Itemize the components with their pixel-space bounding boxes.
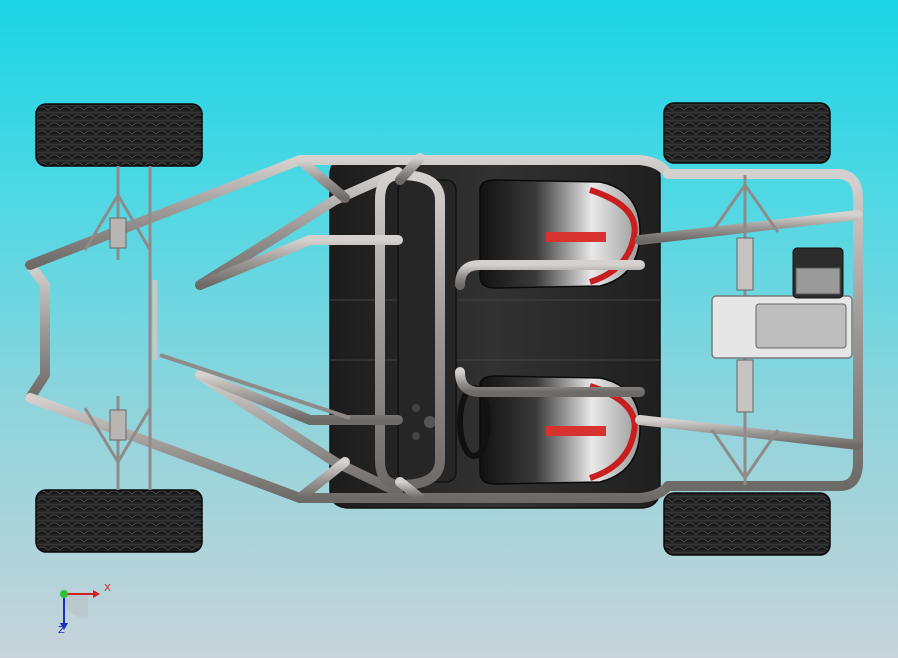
seat-upper[interactable] [479, 179, 641, 289]
seat-belt-strap [546, 426, 606, 436]
z-axis-label: Z [58, 625, 65, 636]
engine-gearbox[interactable] [711, 247, 853, 359]
front-suspension[interactable] [83, 166, 351, 490]
rear-shock-lower[interactable] [736, 359, 754, 413]
x-axis-label: X [104, 583, 111, 594]
coordinate-triad-icon [60, 590, 100, 630]
front-right-tire[interactable] [35, 489, 203, 553]
rear-left-tire[interactable] [663, 102, 831, 164]
ignition-switch-icon[interactable] [424, 416, 436, 428]
seat-belt-strap [546, 232, 606, 242]
rear-suspension[interactable] [710, 175, 780, 485]
rear-right-tire[interactable] [663, 492, 831, 556]
reference-triad: X Z [48, 578, 118, 642]
dashboard-panel[interactable] [397, 179, 457, 483]
rear-shock-upper[interactable] [736, 237, 754, 291]
front-left-tire[interactable] [35, 103, 203, 167]
